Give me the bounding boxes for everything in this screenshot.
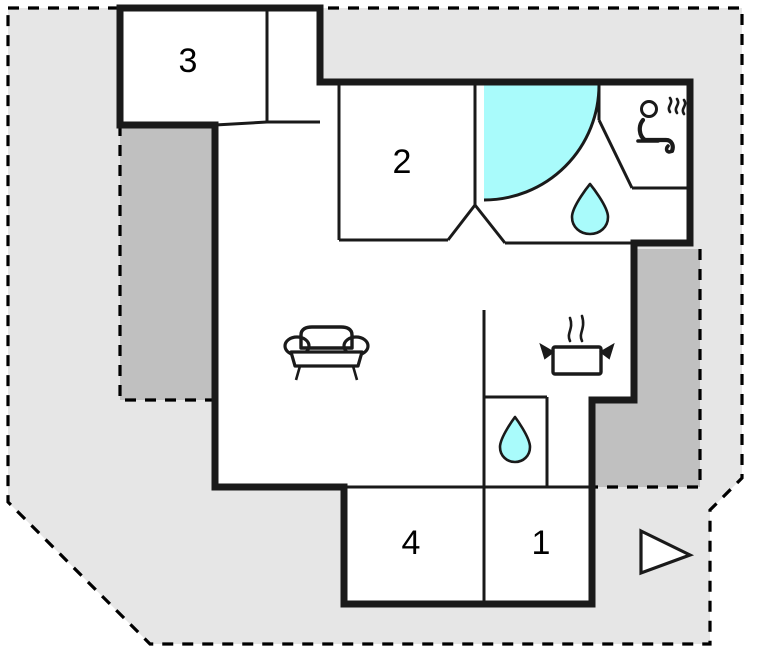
sauna-steam-2: [674, 97, 680, 115]
pool-curve-edge: [483, 84, 601, 202]
wall-room3-diagonal: [214, 120, 268, 127]
room-label-2: 2: [393, 143, 412, 181]
direction-arrow-icon: [639, 528, 695, 576]
sauna-steam-1: [667, 96, 673, 114]
outer-wall-path: [116, 4, 694, 608]
pot-steam-1: [567, 316, 573, 343]
sauna-steam-3: [681, 98, 687, 116]
cooking-pot-icon: [539, 314, 615, 376]
sofa-back: [299, 325, 354, 350]
room-label-4: 4: [402, 524, 421, 562]
pot-handle-left: [539, 342, 555, 360]
sofa-leg-right: [351, 365, 359, 381]
sofa-leg-left: [294, 365, 302, 381]
toilet-water-drop-icon: [498, 415, 532, 464]
plot-dashed-outline: [6, 6, 744, 646]
room-label-1: 1: [532, 524, 551, 562]
water-drop-shape: [498, 415, 532, 464]
door-opening-room2-right-jamb: [473, 204, 507, 244]
sauna-icon: [636, 96, 687, 154]
terrace-right-dashed-edge: [592, 249, 702, 489]
sofa-icon: [283, 325, 370, 381]
direction-arrow-shape: [639, 528, 695, 576]
terrace-left: [118, 125, 215, 402]
sofa-seat: [289, 350, 364, 368]
wall-sauna-diagonal: [597, 119, 634, 189]
room-labels: 3 2 4 1: [179, 42, 551, 562]
room-label-3: 3: [179, 42, 198, 80]
interior-partitions: [214, 8, 690, 604]
sauna-person-head: [640, 100, 658, 118]
pot-body: [551, 345, 603, 376]
terrace-right: [592, 249, 702, 489]
door-opening-room2-left-jamb: [446, 204, 477, 241]
pot-handle-right: [599, 342, 615, 360]
sauna-person-foot: [664, 144, 674, 154]
pool-icon: [484, 85, 599, 200]
terrace-right-fill: [592, 249, 700, 487]
pool-area: [483, 84, 601, 202]
water-drop-shape: [570, 182, 610, 236]
building-outer-wall: [116, 4, 694, 608]
terrace-left-fill: [120, 125, 215, 400]
bathroom-water-drop-icon: [570, 182, 610, 236]
pot-steam-2: [579, 314, 585, 343]
